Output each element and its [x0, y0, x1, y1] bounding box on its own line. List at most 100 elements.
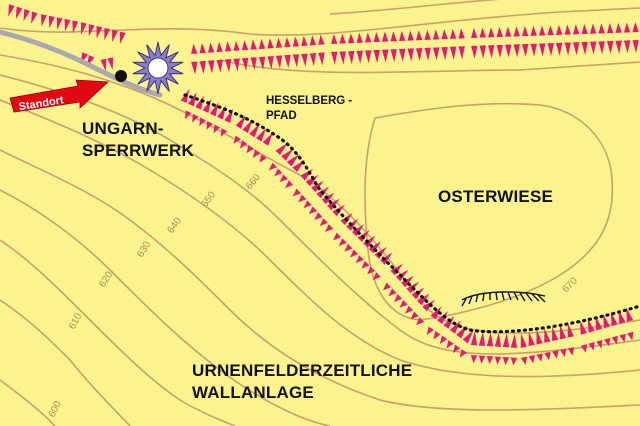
rampart-hachure: [252, 149, 261, 158]
rampart-hachure: [446, 340, 454, 349]
rampart-hachure: [339, 33, 346, 44]
rampart-hachure: [40, 14, 47, 27]
rampart-hachure: [401, 275, 414, 288]
contour-line: [219, 59, 640, 74]
rampart-hachure: [564, 42, 571, 56]
rampart-hachure: [365, 50, 372, 64]
rampart-hachure: [539, 25, 546, 36]
rampart-hachure: [619, 333, 626, 343]
rampart-hachure: [471, 27, 478, 38]
rampart-hachure: [233, 58, 240, 72]
rampart-hachure: [275, 55, 283, 69]
rampart-hachure: [351, 224, 365, 237]
rampart-hachure: [15, 6, 23, 20]
ungarn-sperrwerk-label: UNGARN- SPERRWERK: [82, 120, 194, 160]
rampart-hachure: [559, 325, 567, 340]
rampart-hachure: [224, 59, 232, 73]
rampart-hachure: [547, 43, 554, 57]
rampart-hachure: [588, 342, 595, 351]
rampart-hachure: [301, 53, 308, 67]
rampart-hachure: [488, 27, 495, 38]
contour-label-630: 630: [135, 239, 153, 259]
rampart-hachure: [560, 348, 567, 358]
rampart-hachure: [233, 135, 241, 144]
rampart-hachure: [250, 39, 257, 50]
rampart-hachure: [595, 316, 603, 331]
rampart-hachure: [327, 198, 340, 211]
rampart-hachure: [486, 356, 494, 365]
rampart-hachure: [603, 313, 611, 329]
rampart-hachure: [407, 30, 414, 41]
rampart-hachure: [216, 41, 223, 53]
rampart-hachure: [373, 49, 380, 63]
rampart-hachure: [209, 102, 219, 117]
rampart-hachure: [478, 331, 486, 346]
contour-label-600: 600: [47, 399, 64, 419]
rampart-hachure: [405, 305, 414, 314]
rampart-hachure: [233, 40, 240, 51]
rampart-hachure: [331, 51, 338, 65]
rampart-hachure: [441, 46, 448, 61]
rampart-hachure: [191, 61, 198, 75]
rampart-hachure: [64, 18, 71, 32]
rampart-hachure: [348, 33, 355, 44]
rampart-hachure: [275, 142, 288, 156]
rampart-hachure: [380, 252, 393, 265]
rampart-hachure: [268, 162, 277, 171]
rampart-hachure: [292, 36, 300, 47]
rampart-hachure: [267, 38, 274, 49]
rampart-hachure: [356, 50, 363, 64]
rampart-hachure: [610, 311, 618, 327]
rampart-hachure: [539, 43, 546, 57]
rampart-hachure: [424, 47, 431, 61]
rampart-hachure: [513, 26, 520, 37]
contour-line: [329, 0, 500, 15]
rampart-hachure: [258, 38, 266, 50]
contour-line: [0, 7, 640, 36]
rampart-hachure: [572, 24, 580, 35]
rampart-hachure: [356, 32, 363, 43]
rampart-hachure: [319, 218, 328, 226]
rampart-hachure: [284, 54, 291, 69]
rampart-hachure: [589, 23, 597, 34]
rampart-hachure: [309, 35, 317, 46]
wall-line-1: URNENFELDERZEITLICHE: [192, 361, 413, 380]
rampart-hachure: [188, 92, 197, 107]
rampart-hachure: [239, 140, 248, 149]
rampart-hachure: [267, 56, 274, 70]
rampart-hachure: [606, 23, 614, 34]
rampart-hachure: [195, 95, 205, 110]
rampart-hachure: [246, 144, 254, 154]
rampart-hachure: [241, 40, 249, 51]
rampart-hachure: [486, 332, 494, 347]
contour-line: [364, 102, 614, 321]
cliff-hachure-icon: [461, 291, 546, 307]
rampart-hachure: [580, 320, 587, 335]
rampart-hachure: [206, 121, 213, 130]
rampart-hachure: [623, 40, 631, 54]
contour-label-650: 650: [199, 189, 218, 209]
rampart-hachure: [318, 34, 325, 45]
contour-line: [0, 239, 236, 426]
rampart-hachure: [112, 29, 118, 43]
rampart-hachure: [555, 24, 563, 35]
rampart-hachure: [496, 44, 503, 58]
rampart-hachure: [430, 306, 442, 320]
rampart-hachure: [581, 23, 588, 35]
rampart-hachure: [478, 355, 486, 364]
rampart-hachure: [56, 17, 63, 30]
rampart-hachure: [262, 132, 273, 146]
contour-label-640: 640: [165, 215, 184, 235]
rampart-hachure: [606, 40, 614, 55]
rampart-hachure: [338, 238, 347, 247]
osterwiese-text: OSTERWIESE: [438, 187, 554, 206]
rampart-hachure: [399, 299, 408, 308]
contour-label-610: 610: [67, 311, 85, 331]
rampart-hachure: [603, 337, 611, 347]
rampart-hachure: [415, 30, 423, 41]
osterwiese-label: OSTERWIESE: [438, 188, 553, 206]
rampart-hachure: [449, 46, 457, 60]
contour-line: [0, 99, 640, 378]
rampart-hachure: [417, 293, 430, 306]
